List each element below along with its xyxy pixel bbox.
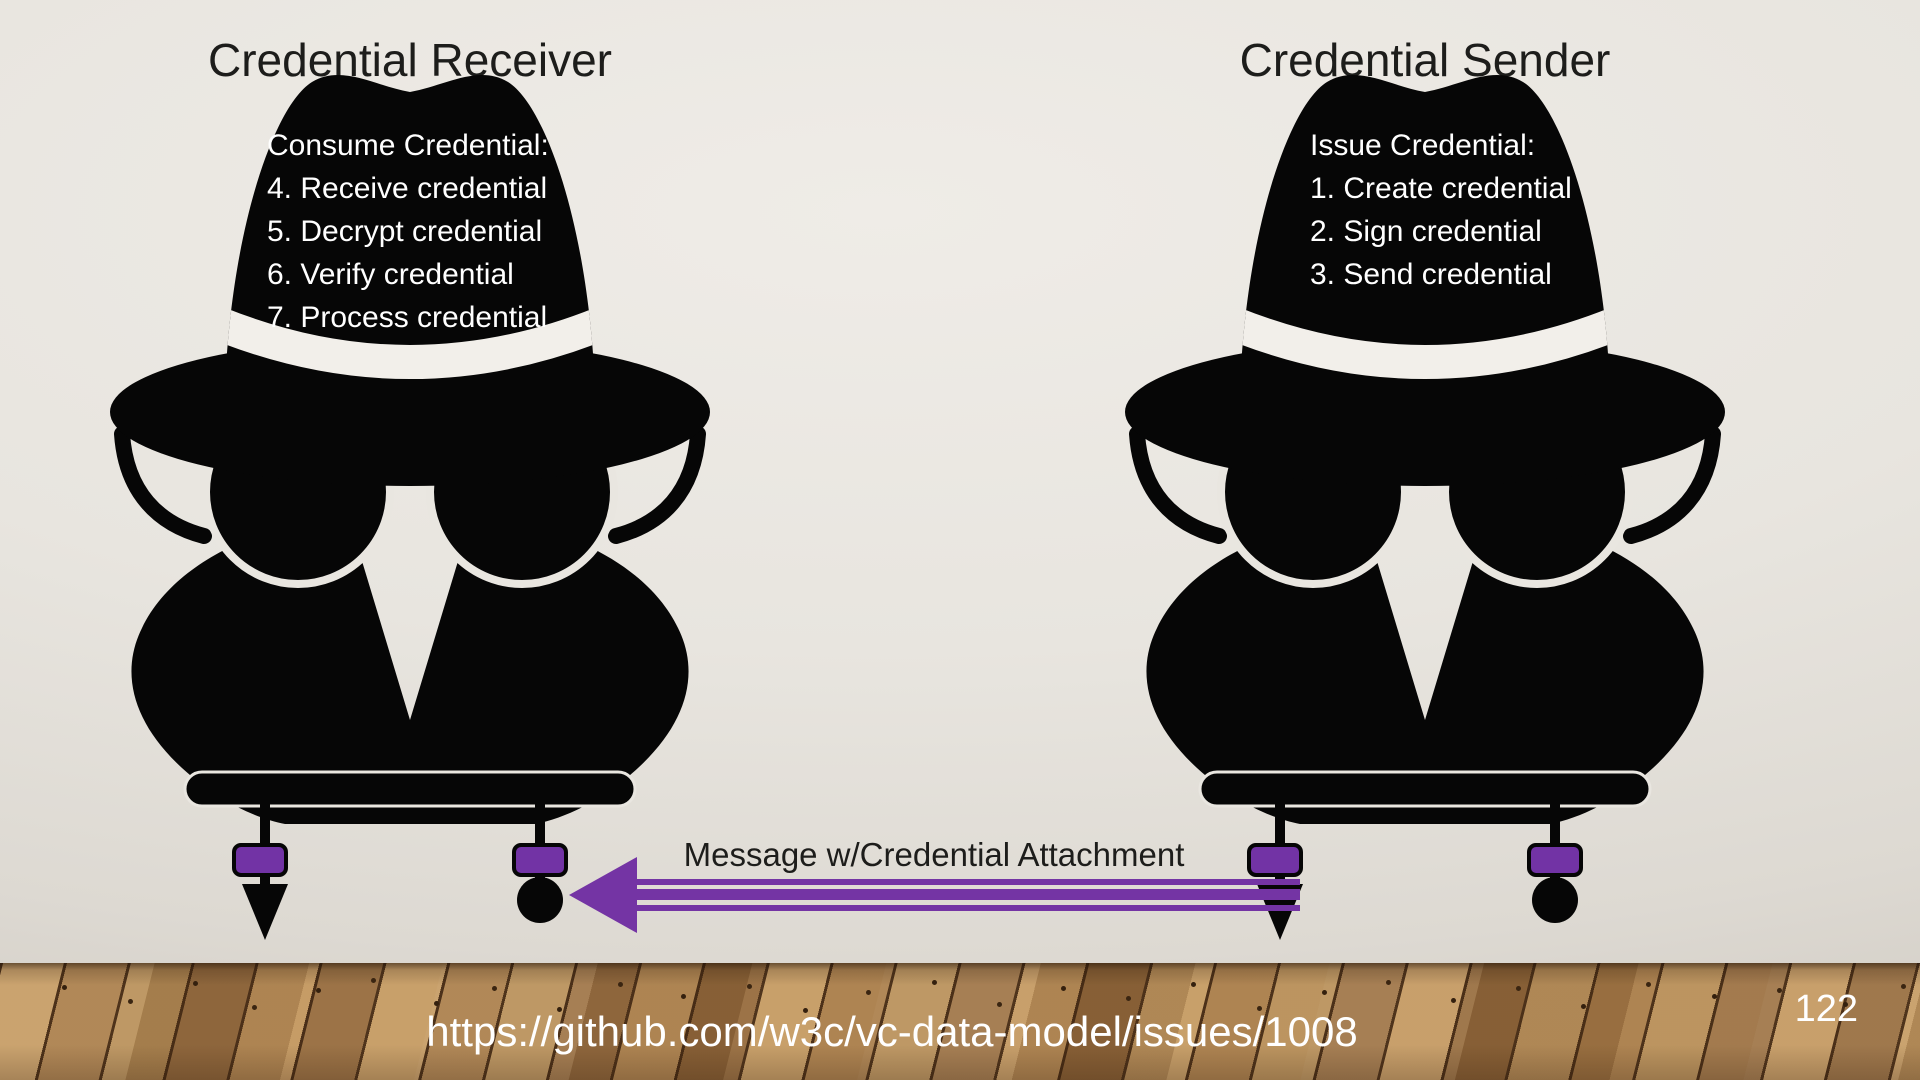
footer-url: https://github.com/w3c/vc-data-model/iss… [426,1008,1358,1055]
sender-step-line: 1. Create credential [1310,172,1572,205]
wood-floor [0,963,1920,1080]
spy-figure-receiver: Credential Receiver Consume Credential: … [80,30,740,960]
sender-step-line: 2. Sign credential [1310,215,1542,248]
sender-step-line: Issue Credential: [1310,129,1536,162]
page-number: 122 [1794,988,1858,1030]
receiver-hat-steps: Consume Credential: 4. Receive credentia… [267,124,549,339]
floor-nail-dots [0,963,5,968]
receiver-step-line: 7. Process credential [267,301,548,334]
receiver-step-line: 4. Receive credential [267,172,548,205]
sender-step-line: 3. Send credential [1310,258,1552,291]
spy-figure-sender: Credential Sender Issue Credential: 1. C… [1095,30,1755,960]
sender-title: Credential Sender [1239,34,1611,86]
sender-hat-steps: Issue Credential: 1. Create credential 2… [1310,124,1572,296]
receiver-step-line: 6. Verify credential [267,258,514,291]
receiver-step-line: Consume Credential: [267,129,549,162]
message-arrow-label: Message w/Credential Attachment [683,836,1185,873]
receiver-title: Credential Receiver [208,34,612,86]
receiver-step-line: 5. Decrypt credential [267,215,543,248]
